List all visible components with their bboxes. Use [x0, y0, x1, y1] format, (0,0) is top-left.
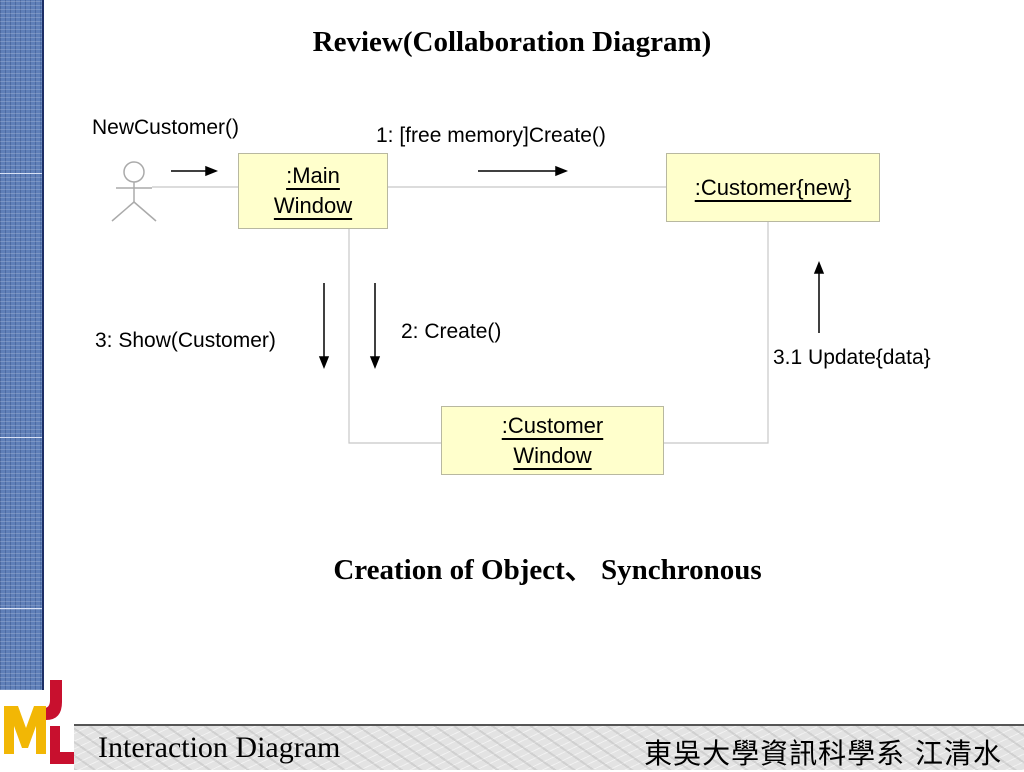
actor-stick-figure	[111, 161, 157, 222]
object-label: Window	[273, 193, 353, 218]
arrowhead	[318, 356, 330, 370]
link-customerwindow-customer	[662, 222, 769, 444]
object-customer-window: :Customer Window	[441, 406, 664, 475]
object-main-window: :Main Window	[238, 153, 388, 229]
message-label-update-data: 3.1 Update{data}	[773, 346, 931, 369]
association-links	[152, 186, 769, 444]
arrowhead	[555, 165, 569, 177]
sidebar-divider	[0, 437, 42, 438]
object-label: :Main	[286, 163, 340, 188]
slide-title: Review(Collaboration Diagram)	[312, 26, 712, 58]
object-label: :Customer	[501, 412, 604, 438]
sidebar-decoration	[0, 0, 44, 690]
slide-footer: Interaction Diagram 東吳大學資訊科學系 江清水	[74, 724, 1024, 770]
footer-topic: Interaction Diagram	[98, 731, 341, 764]
arrowhead	[205, 165, 219, 177]
slide-subtitle: Creation of Object、 Synchronous	[333, 554, 762, 586]
object-label: :Customer{new}	[694, 174, 852, 200]
message-arrows	[171, 165, 825, 370]
uml-logo	[4, 680, 74, 764]
sidebar-divider	[0, 173, 42, 174]
message-label-newcustomer: NewCustomer()	[92, 116, 240, 139]
message-label-create-window: 2: Create()	[401, 320, 502, 343]
sidebar-divider	[0, 608, 42, 609]
message-label-show-customer: 3: Show(Customer)	[95, 329, 276, 352]
object-customer-new: :Customer{new}	[666, 153, 880, 222]
arrowhead	[813, 260, 825, 274]
object-label: Window	[513, 442, 592, 468]
footer-author: 東吳大學資訊科學系 江清水	[644, 737, 1002, 770]
arrowhead	[369, 356, 381, 370]
link-main-customerwindow	[348, 228, 441, 444]
message-label-create-customer: 1: [free memory]Create()	[376, 124, 606, 147]
